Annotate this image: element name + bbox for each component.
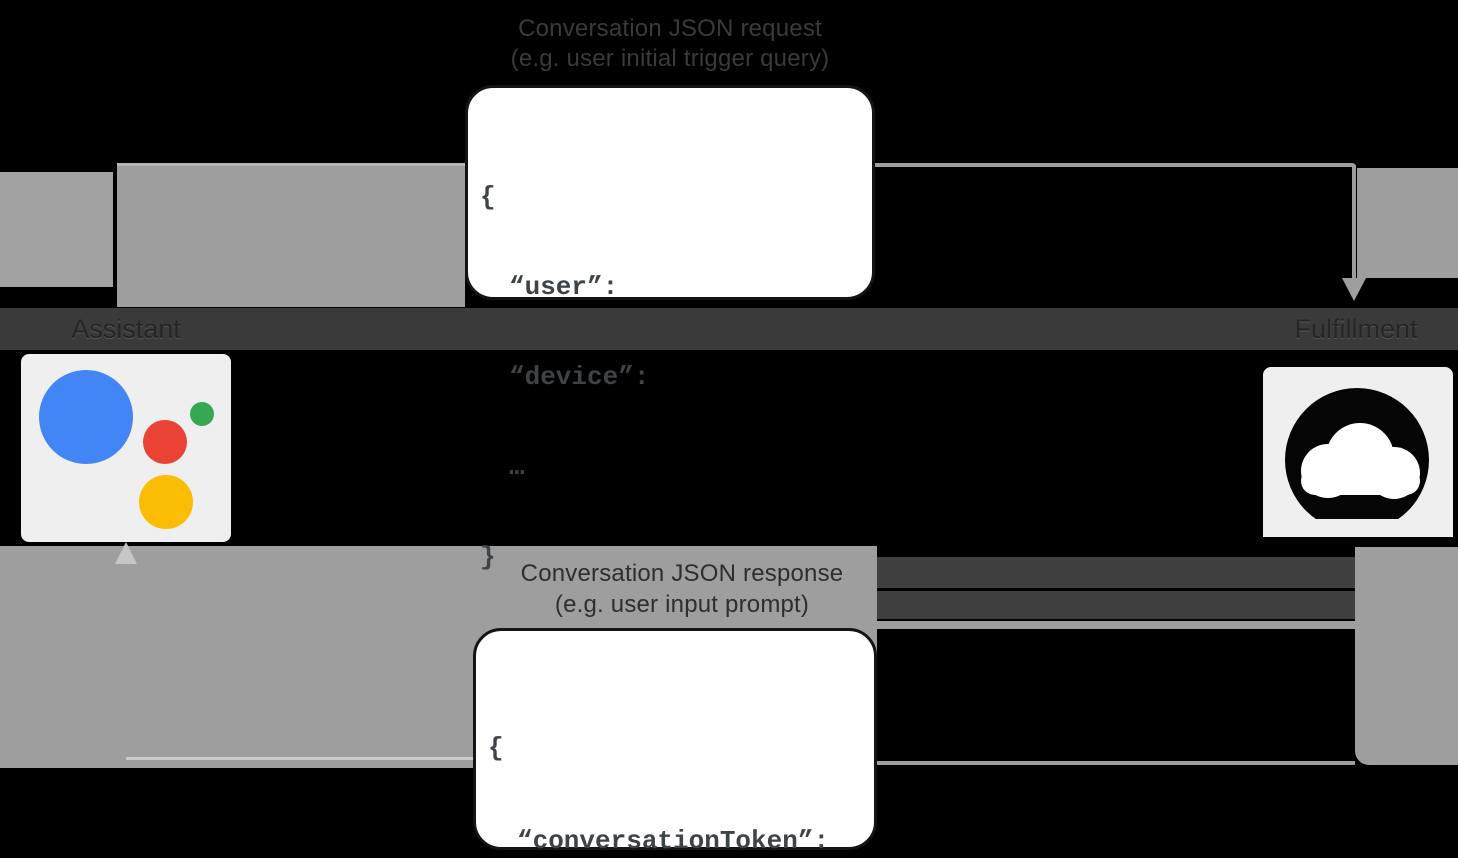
assistant-yellow-dot — [139, 475, 193, 529]
response-json-box: { “conversationToken”: “userStorage”: … … — [473, 628, 877, 856]
endpoint-label-stripe — [0, 308, 1458, 350]
cloud-icon — [1263, 388, 1453, 537]
assistant-red-dot — [143, 420, 187, 464]
code-line: “device”: — [509, 362, 650, 392]
response-code: { “conversationToken”: “userStorage”: … … — [488, 671, 829, 858]
arrowhead-down-icon — [1342, 278, 1366, 301]
request-code: { “user”: “device”: … } — [480, 122, 649, 632]
code-line: … — [509, 452, 525, 482]
response-caption-line2: (e.g. user input prompt) — [554, 591, 810, 618]
assistant-blue-dot — [39, 370, 133, 464]
fulfillment-tile — [1263, 367, 1453, 537]
code-line: “conversationToken”: — [517, 826, 830, 856]
response-caption-line1: Conversation JSON response — [520, 560, 844, 587]
request-arrow-line-vertical — [1352, 165, 1356, 280]
response-arrow-band-right — [1355, 547, 1458, 765]
fulfillment-label: Fulfillment — [1294, 314, 1418, 344]
response-band-strip — [877, 621, 1355, 629]
response-arrow-line-right — [877, 761, 1355, 765]
request-arrow-line — [465, 163, 1356, 167]
code-line: } — [480, 542, 496, 572]
response-caption-stripe — [877, 557, 1355, 588]
assistant-green-dot — [190, 402, 214, 426]
google-assistant-logo-icon — [21, 354, 231, 542]
request-arrow-band-right — [1357, 168, 1458, 278]
request-arrow-band — [117, 163, 465, 307]
assistant-tile — [21, 354, 231, 542]
response-arrow-line-left — [126, 757, 473, 760]
request-json-box: { “user”: “device”: … } — [465, 85, 875, 572]
assistant-label: Assistant — [71, 314, 181, 344]
request-caption-line1: Conversation JSON request — [518, 15, 822, 42]
code-line: { — [488, 733, 504, 763]
arrowhead-up-icon — [115, 542, 137, 564]
code-line: “user”: — [509, 272, 619, 302]
request-caption-line2: (e.g. user initial trigger query) — [510, 45, 830, 72]
code-line: { — [480, 182, 496, 212]
request-arrow-band-far-left — [0, 172, 113, 287]
response-caption-stripe — [877, 591, 1355, 619]
